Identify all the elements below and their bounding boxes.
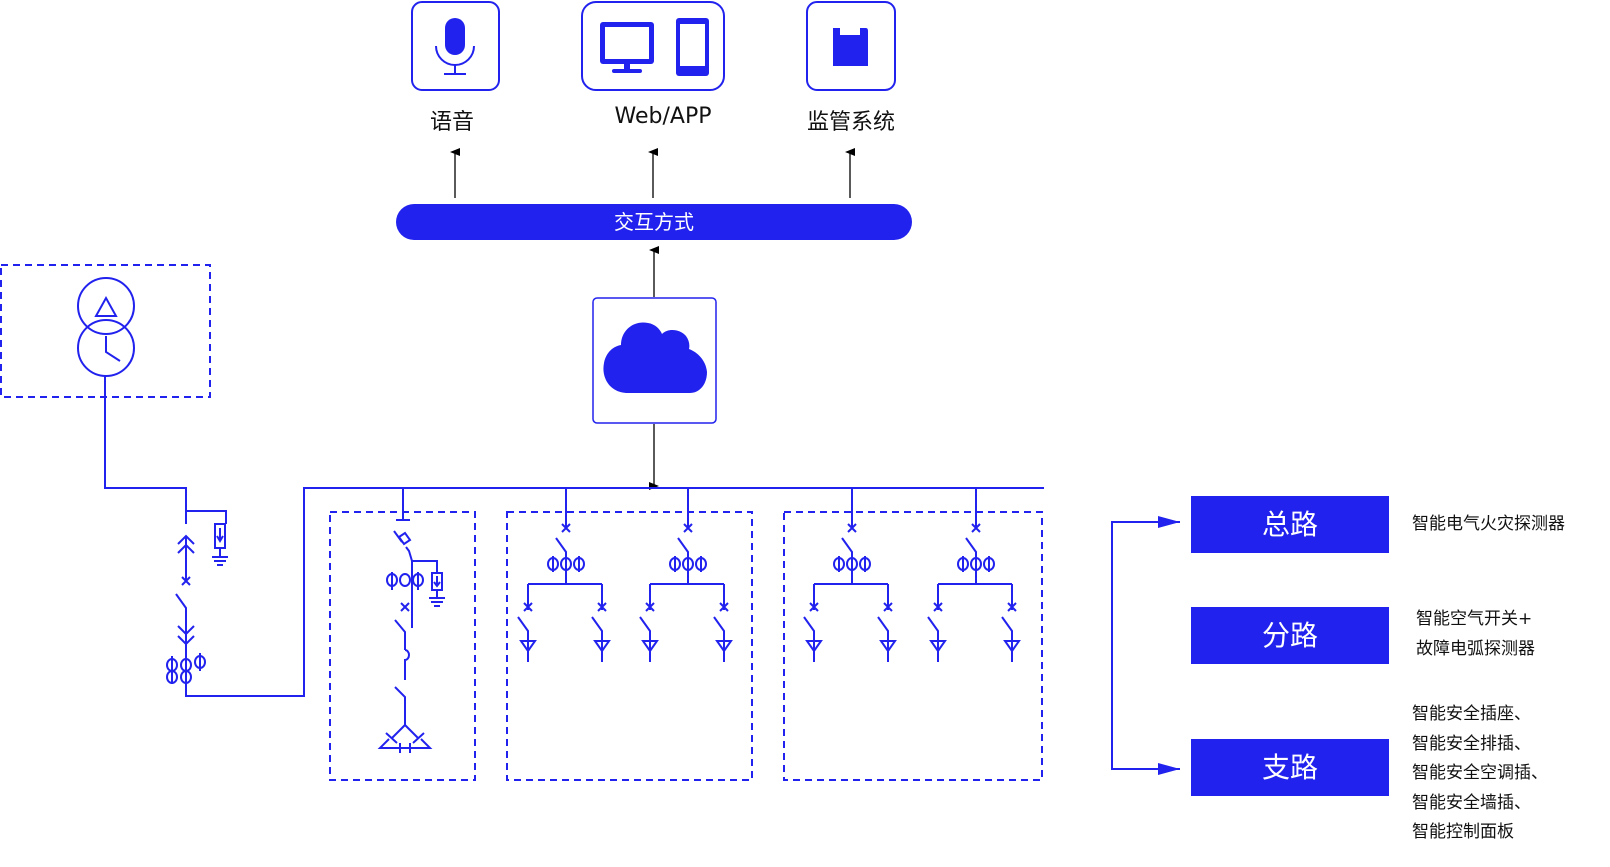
description-line: 智能控制面板 — [1412, 822, 1514, 842]
level-main-description: 智能电气火灾探测器 — [1412, 510, 1565, 540]
current-transformer-symbol — [560, 557, 572, 571]
description-line: 智能安全排插、 — [1412, 733, 1531, 754]
level-sub-branch-circuit[interactable]: 支路 — [1191, 739, 1389, 796]
level-branch-circuit[interactable]: 分路 — [1191, 607, 1389, 664]
description-line: 智能电气火灾探测器 — [1412, 514, 1565, 534]
interaction-bus-bar — [396, 204, 912, 240]
feeder-group — [927, 488, 1021, 662]
current-transformer-symbol — [859, 557, 871, 571]
incoming-feeder — [104, 376, 1044, 697]
feeder-group — [517, 488, 611, 662]
description-line: 智能安全插座、 — [1412, 704, 1531, 724]
voice-channel-box[interactable] — [411, 1, 500, 91]
current-transformer-symbol — [573, 557, 585, 571]
desktop-and-phone-icon — [600, 18, 709, 76]
current-transformer-symbol — [695, 557, 707, 571]
current-transformer-symbol — [833, 557, 845, 571]
sd-card-icon — [833, 28, 868, 66]
current-transformer-symbol — [682, 557, 694, 571]
level-branch-description: 智能空气开关+ 故障电弧探测器 — [1416, 605, 1535, 664]
feeder-group — [803, 488, 897, 662]
interaction-bus-label: 交互方式 — [614, 210, 694, 234]
current-transformer-symbol — [846, 557, 858, 571]
capacitor-feeder — [377, 488, 445, 753]
cloud-icon — [603, 322, 707, 393]
web-app-channel-box[interactable] — [581, 1, 725, 91]
cloud-box[interactable] — [592, 297, 717, 424]
description-line: 智能安全空调插、 — [1412, 763, 1548, 783]
current-transformer-symbol — [669, 557, 681, 571]
level-sub-branch-description: 智能安全插座、 智能安全排插、 智能安全空调插、 智能安全墙插、 智能控制面板 — [1412, 700, 1548, 848]
feeder-group — [639, 488, 733, 662]
current-transformer-symbol — [957, 557, 969, 571]
current-transformer-symbol — [970, 557, 982, 571]
transformer-icon — [77, 277, 135, 377]
capacitor-cabinet-zone — [329, 511, 476, 781]
current-transformer-symbol — [983, 557, 995, 571]
current-transformer-symbol — [547, 557, 559, 571]
level-arrows — [1111, 516, 1180, 775]
description-line: 故障电弧探测器 — [1416, 638, 1535, 659]
description-line: 智能安全墙插、 — [1412, 792, 1531, 813]
supervision-label: 监管系统 — [806, 110, 895, 135]
distribution-cabinet-1-zone — [506, 511, 753, 781]
microphone-icon — [435, 18, 475, 75]
outgoing-feeders — [517, 488, 1021, 662]
description-line: 智能空气开关+ — [1416, 609, 1533, 629]
level-main-circuit[interactable]: 总路 — [1191, 496, 1389, 553]
distribution-cabinet-2-zone — [783, 511, 1043, 781]
web-app-label: Web/APP — [614, 104, 712, 129]
supervision-channel-box[interactable] — [806, 1, 896, 91]
voice-label: 语音 — [429, 110, 474, 135]
